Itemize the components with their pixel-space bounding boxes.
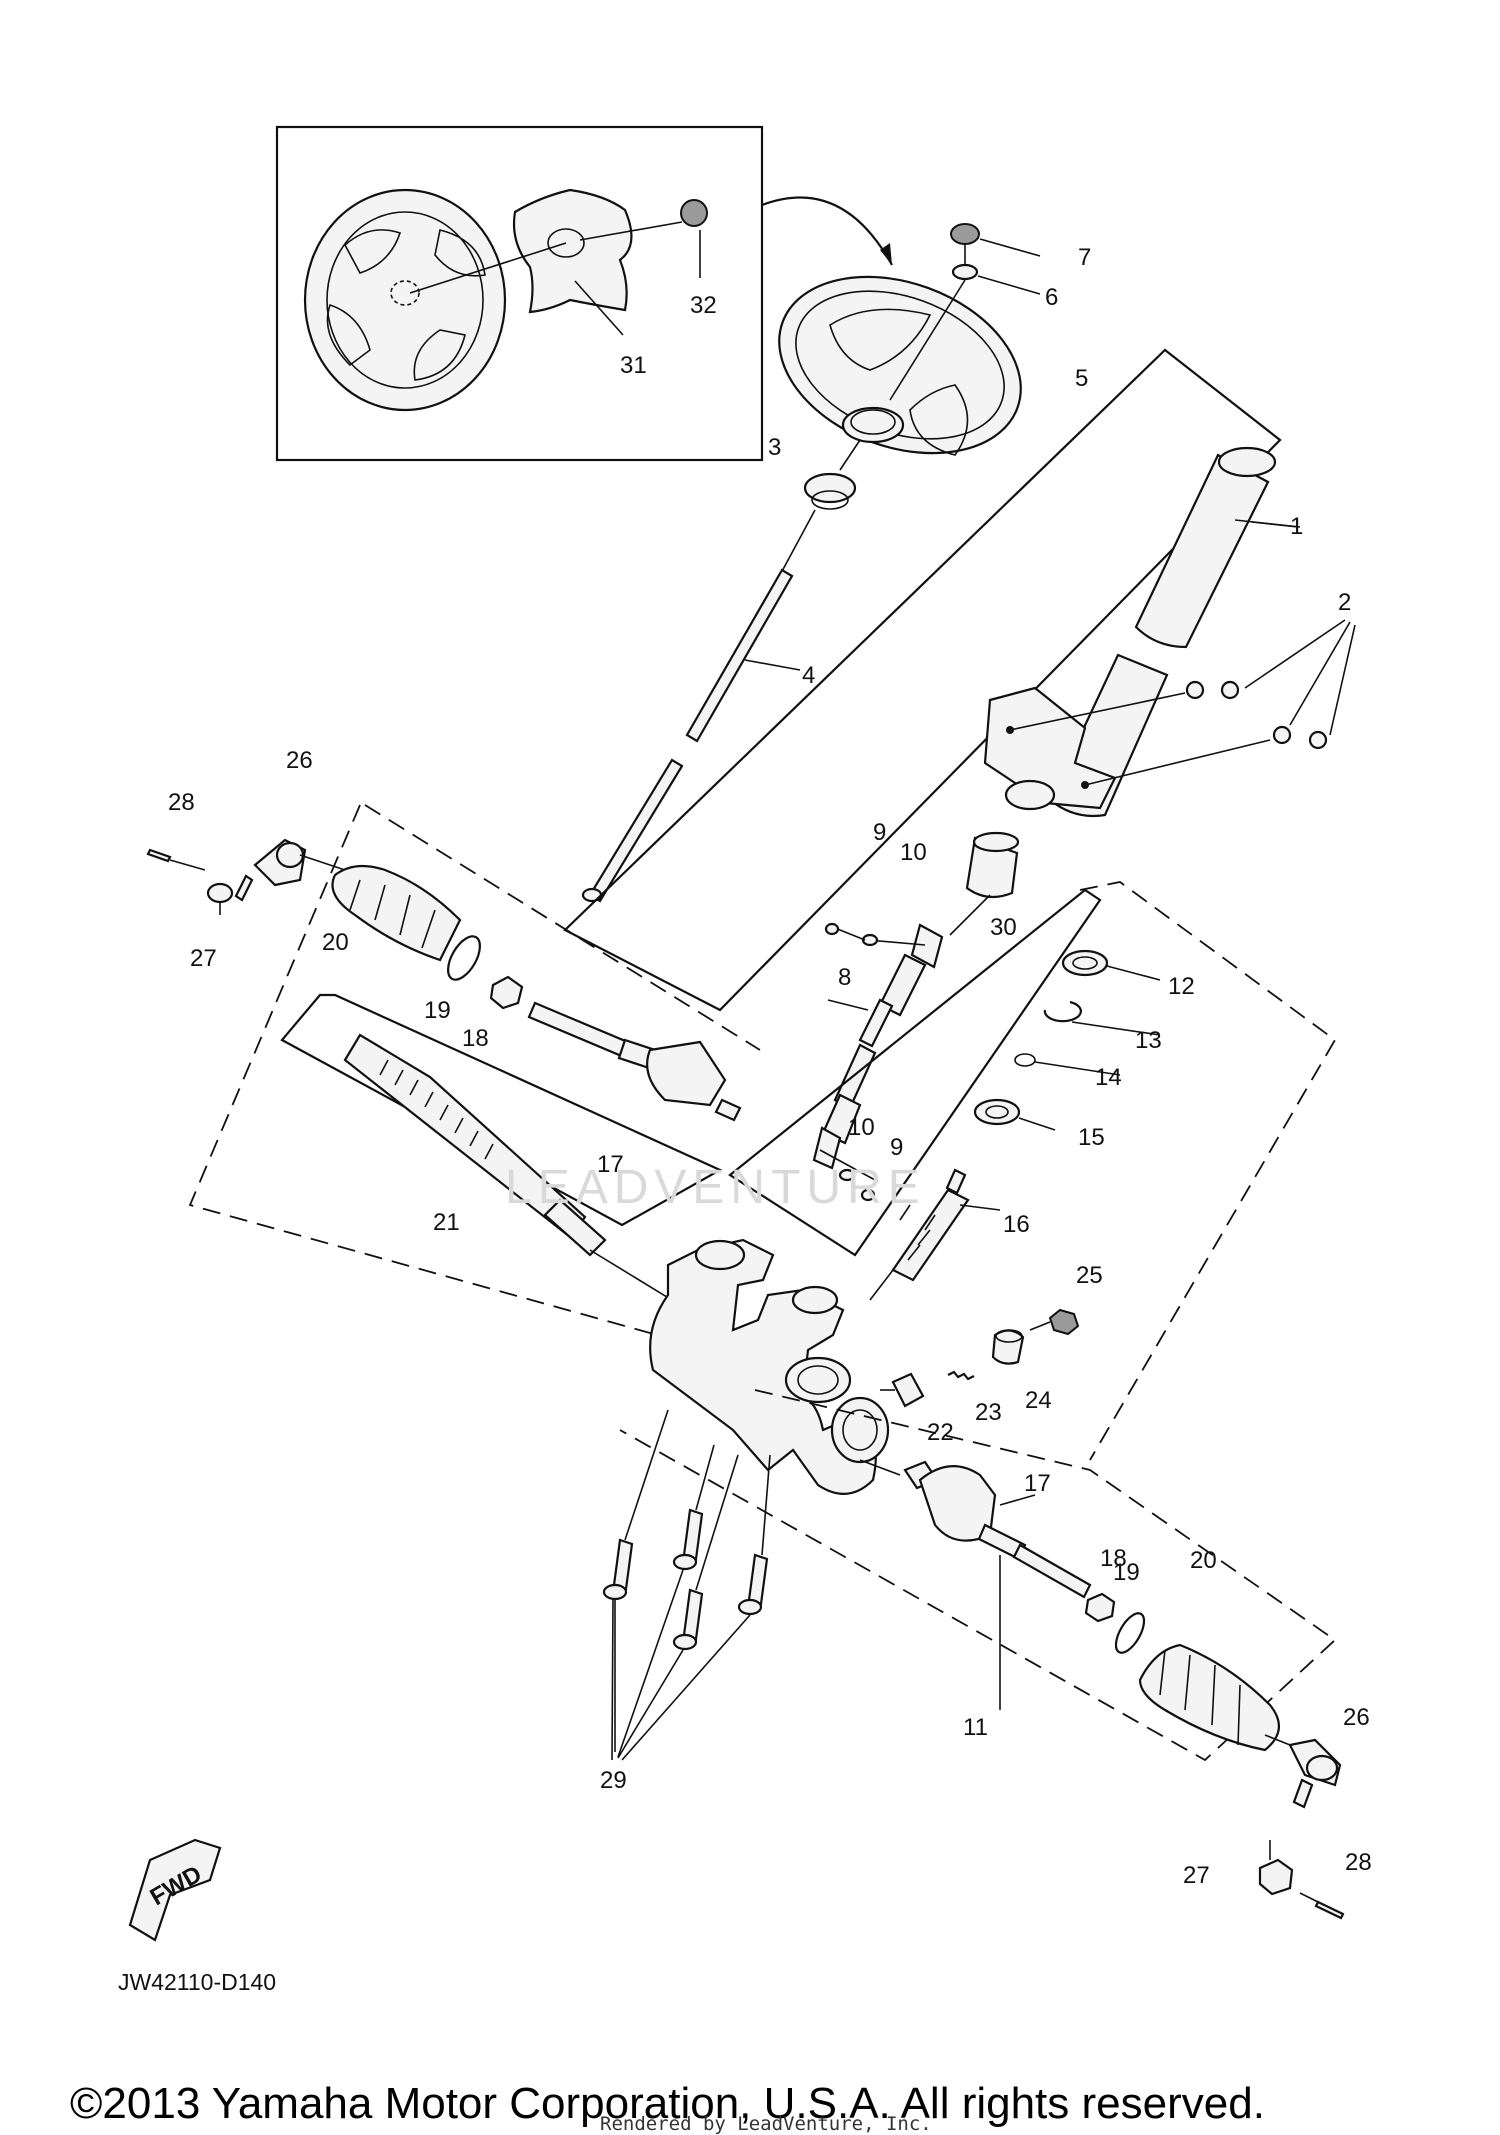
bearing-icon xyxy=(973,1098,1056,1131)
label-7: 7 xyxy=(1078,244,1091,271)
inset-frame xyxy=(275,125,764,462)
tie-rod-end-icon xyxy=(234,838,346,902)
label-28: 28 xyxy=(168,789,195,816)
column-bracket-icon xyxy=(983,619,1356,811)
rack-nut-icon xyxy=(489,975,524,1010)
label-9: 9 xyxy=(873,819,886,846)
label-3: 3 xyxy=(768,434,781,461)
label-1: 1 xyxy=(1290,513,1303,540)
right-rack-frame xyxy=(619,1389,1337,1762)
rack-boot-right-icon xyxy=(1138,1643,1280,1752)
steering-shaft-icon xyxy=(581,509,816,903)
label-10b: 10 xyxy=(848,1114,875,1141)
yamaha-emblem-icon xyxy=(579,199,708,241)
pinion-gear-icon xyxy=(869,1168,1001,1301)
label-26b: 26 xyxy=(1343,1704,1370,1731)
cotter-pin-right-icon xyxy=(1299,1892,1345,1920)
rack-icon xyxy=(343,1033,681,1306)
watermark: LEADVENTURE xyxy=(505,1161,926,1214)
label-13: 13 xyxy=(1135,1027,1162,1054)
label-6: 6 xyxy=(1045,284,1058,311)
label-2: 2 xyxy=(1338,589,1351,616)
label-16: 16 xyxy=(1003,1211,1030,1238)
spring-icon xyxy=(947,1370,975,1381)
rack-boot-icon xyxy=(331,864,462,962)
seal-icon xyxy=(1061,949,1161,981)
label-23: 23 xyxy=(975,1399,1002,1426)
label-17b: 17 xyxy=(1024,1470,1051,1497)
label-15: 15 xyxy=(1078,1124,1105,1151)
label-4: 4 xyxy=(802,662,815,689)
label-14: 14 xyxy=(1095,1064,1122,1091)
label-22: 22 xyxy=(927,1419,954,1446)
inner-tie-rod-icon xyxy=(527,1001,742,1122)
rendered-by-notice: Rendered by LeadVenture, Inc. xyxy=(600,2113,932,2135)
universal-joint-icon xyxy=(812,922,944,1202)
label-21: 21 xyxy=(433,1209,460,1236)
label-25: 25 xyxy=(1076,1262,1103,1289)
label-10: 10 xyxy=(900,839,927,866)
rack-nut-right-icon xyxy=(1084,1592,1116,1623)
boot-band-icon xyxy=(447,935,481,981)
column-tube-icon xyxy=(1048,446,1301,818)
label-11: 11 xyxy=(963,1714,988,1741)
fwd-arrow-icon: FWD xyxy=(128,1838,222,1942)
mounting-bolts-icon xyxy=(602,1409,771,1761)
castle-nut-right-icon xyxy=(1258,1840,1294,1896)
inner-tie-rod-right-icon xyxy=(859,1459,1092,1599)
label-19b: 19 xyxy=(1113,1559,1140,1586)
o-ring-icon xyxy=(1014,1053,1121,1076)
bushing-icon xyxy=(803,439,861,510)
cotter-pin-icon xyxy=(146,848,206,871)
label-20b: 20 xyxy=(1190,1547,1217,1574)
label-30: 30 xyxy=(990,914,1017,941)
nut-icon xyxy=(889,223,1041,401)
label-18b: 18 xyxy=(1100,1545,1127,1572)
lock-nut-icon xyxy=(1029,1308,1080,1336)
gearbox-housing-icon xyxy=(649,1238,890,1495)
label-20: 20 xyxy=(322,929,349,956)
steering-wheel-icon xyxy=(778,275,1022,456)
label-17: 17 xyxy=(597,1151,624,1178)
label-29: 29 xyxy=(600,1767,627,1794)
circlip-icon xyxy=(1043,1000,1161,1036)
label-28b: 28 xyxy=(1345,1849,1372,1876)
label-27: 27 xyxy=(190,945,217,972)
diagram-code: JW42110-D140 xyxy=(118,1969,276,1995)
rack-guide-icon xyxy=(880,1372,925,1408)
column-frame xyxy=(563,348,1282,1012)
leader-lines xyxy=(999,521,1299,1710)
label-32: 32 xyxy=(690,292,717,319)
inset-wheel-icon xyxy=(303,188,507,412)
inset-detail: 31 32 xyxy=(275,125,893,462)
label-27b: 27 xyxy=(1183,1862,1210,1889)
label-26: 26 xyxy=(286,747,313,774)
boot-band-right-icon xyxy=(1114,1612,1146,1654)
copyright-notice: ©2013 Yamaha Motor Corporation, U.S.A. A… xyxy=(70,2079,1265,2128)
label-24: 24 xyxy=(1025,1387,1052,1414)
label-5: 5 xyxy=(1075,365,1088,392)
label-12: 12 xyxy=(1168,973,1195,1000)
tie-rod-end-right-icon xyxy=(1264,1734,1342,1809)
inset-pointer-arrow xyxy=(761,196,893,266)
adjuster-bolt-icon xyxy=(991,1329,1025,1365)
label-18: 18 xyxy=(462,1025,489,1052)
left-rack-frame xyxy=(188,804,766,1366)
label-19: 19 xyxy=(424,997,451,1024)
column-boot-icon xyxy=(949,831,1020,936)
pinion-frame xyxy=(728,881,1337,1461)
label-8: 8 xyxy=(838,964,851,991)
castle-nut-icon xyxy=(206,882,234,915)
label-9b: 9 xyxy=(890,1134,903,1161)
label-31: 31 xyxy=(620,352,647,379)
wheel-cover-icon xyxy=(409,188,633,314)
